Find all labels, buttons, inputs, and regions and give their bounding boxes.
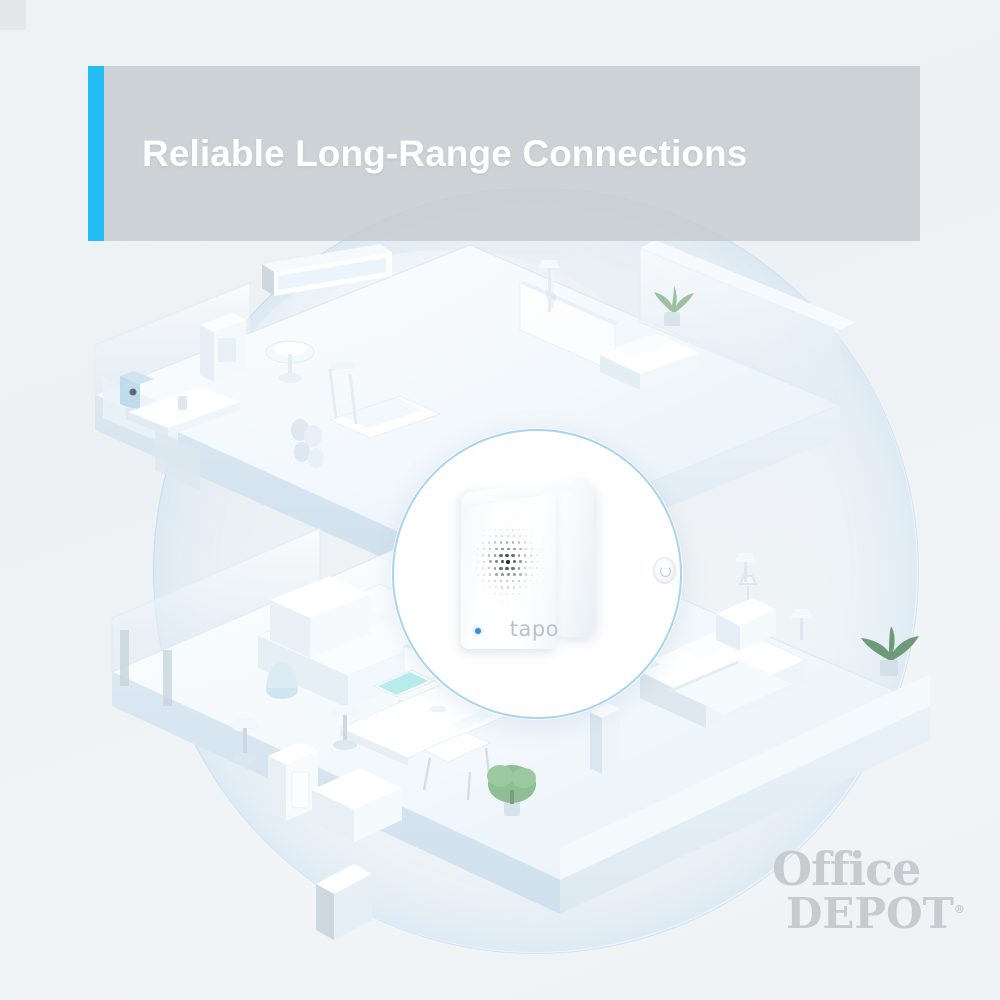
page-title: Reliable Long-Range Connections [142,132,748,174]
bed [638,629,808,728]
nightstand-left [716,575,776,651]
status-led-icon [475,628,481,634]
desk [128,386,240,436]
banner-panel: Reliable Long-Range Connections [104,66,920,241]
indoor-tree [487,765,536,816]
logo-depot-text: DEPOT® [786,890,972,935]
bedroom-plant [861,626,919,676]
bar-stool-1 [231,718,259,763]
treadmill [328,362,442,439]
bar-stool-2 [331,705,359,750]
dumbbells [291,419,324,468]
cabinet-upper [200,313,246,382]
device-front-face: tapo [461,489,559,649]
floor-lamp-upper [538,260,560,312]
registered-trademark-icon: ® [953,903,965,916]
headline-banner: Reliable Long-Range Connections [88,66,920,241]
device-brand-label: tapo [509,617,559,641]
cabinet-lower [312,768,402,842]
logo-office-text: Office [772,842,921,896]
lounge-sofa [600,334,700,390]
office-depot-logo: Office DEPOT® [772,842,972,935]
kettle [266,662,298,699]
potted-palm [654,286,694,326]
corner-tint [0,0,26,30]
cyan-accent-bar [88,66,104,241]
office-chair [265,340,315,383]
air-conditioner [262,244,392,296]
device-side-panel [549,479,676,637]
logo-depot-word: DEPOT [786,889,954,938]
power-button[interactable] [653,557,676,584]
speaker-grille-icon [467,511,551,615]
chair-lower [422,710,494,801]
tapo-smart-hub-device: tapo [461,476,676,654]
table-lamp-far [735,553,756,582]
door [268,742,318,821]
table-lamp-right [790,609,813,640]
